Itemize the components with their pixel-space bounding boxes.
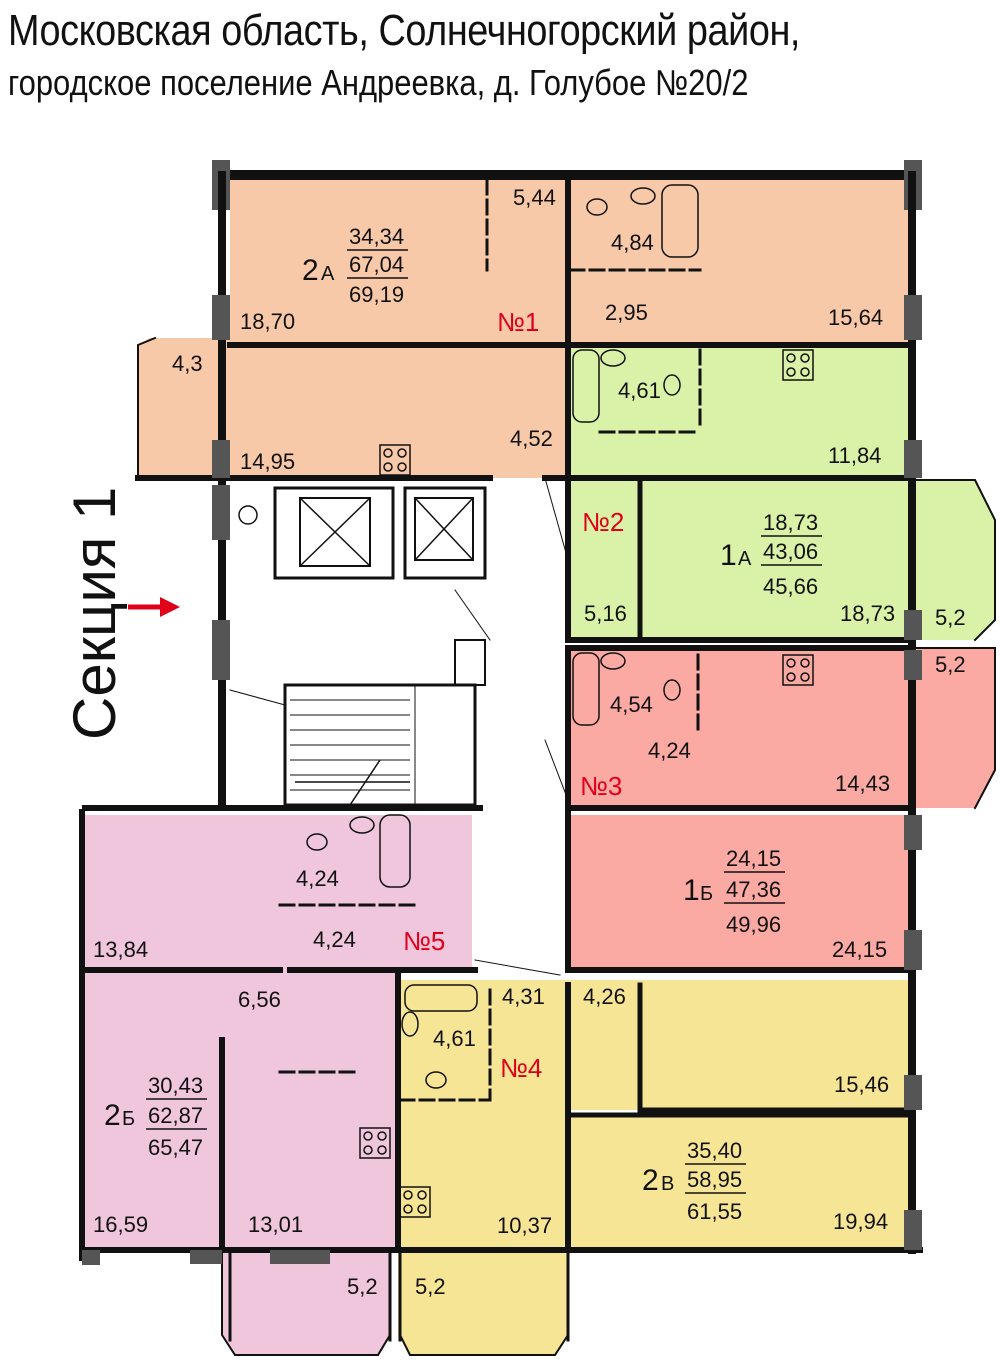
total-area-balcony: 45,66 — [763, 574, 818, 599]
room-area: 10,37 — [497, 1213, 552, 1238]
apartment-5-area — [85, 815, 472, 1355]
room-area: 5,2 — [935, 652, 966, 677]
apartment-number: №1 — [497, 307, 539, 337]
room-area: 4,84 — [611, 230, 654, 255]
room-area: 5,16 — [584, 601, 627, 626]
apartment-subtype: В — [661, 1173, 674, 1195]
room-area: 5,2 — [347, 1274, 378, 1299]
room-area: 6,56 — [238, 987, 281, 1012]
room-area: 15,64 — [828, 305, 883, 330]
total-area: 58,95 — [687, 1167, 742, 1192]
address-line-2: городское поселение Андреевка, д. Голубо… — [8, 62, 749, 103]
room-area: 24,15 — [832, 937, 887, 962]
room-area: 4,26 — [583, 984, 626, 1009]
room-area: 19,94 — [833, 1209, 888, 1234]
room-area: 4,24 — [648, 738, 691, 763]
staircase — [283, 639, 486, 807]
apartment-3-area — [568, 648, 995, 970]
apartment-subtype: А — [738, 548, 752, 570]
total-area-balcony: 49,96 — [726, 912, 781, 937]
apartment-summary-4: 2 В 35,40 58,95 61,55 — [642, 1138, 746, 1224]
living-area: 35,40 — [687, 1138, 742, 1163]
walls — [79, 160, 996, 1356]
apartment-number: №3 — [580, 771, 622, 801]
room-area: 11,84 — [828, 443, 881, 468]
room-area: 4,24 — [313, 927, 356, 952]
apartment-summary-1: 2 А 34,34 67,04 69,19 — [302, 224, 408, 307]
total-area: 47,36 — [726, 877, 781, 902]
living-area: 18,73 — [763, 510, 818, 535]
living-area: 34,34 — [349, 224, 404, 249]
apartment-type: 1 — [720, 539, 737, 572]
room-area: 5,2 — [415, 1274, 446, 1299]
apartment-2-area — [568, 345, 995, 640]
elevator-core — [238, 486, 487, 580]
total-area-balcony: 65,47 — [148, 1135, 203, 1160]
apartment-type: 2 — [104, 1099, 121, 1132]
address-line-1: Московская область, Солнечногорский райо… — [8, 6, 801, 55]
apartment-summary-5: 2 Б 30,43 62,87 65,47 — [104, 1073, 207, 1160]
room-area: 4,24 — [296, 866, 339, 891]
entrance-arrow-icon — [128, 597, 180, 617]
room-area: 18,73 — [840, 601, 895, 626]
stove-icon — [359, 349, 814, 1218]
apartment-number: №5 — [403, 926, 445, 956]
room-area: 5,44 — [513, 185, 556, 210]
room-area: 4,52 — [510, 426, 553, 451]
apartment-numbers: №1 №2 №3 №4 №5 — [403, 307, 624, 1083]
apartment-number: №4 — [500, 1053, 542, 1083]
total-area: 62,87 — [148, 1103, 203, 1128]
total-area-balcony: 61,55 — [687, 1199, 742, 1224]
room-area: 4,61 — [618, 378, 661, 403]
total-area: 43,06 — [763, 539, 818, 564]
apartment-subtype: Б — [122, 1108, 135, 1130]
room-areas: 5,44 4,84 18,70 2,95 15,64 4,3 4,52 14,9… — [93, 185, 966, 1299]
room-area: 13,01 — [248, 1212, 303, 1237]
total-area: 67,04 — [349, 252, 404, 277]
room-area: 2,95 — [605, 300, 648, 325]
apartment-summary-3: 1 Б 24,15 47,36 49,96 — [683, 846, 785, 937]
apartment-type: 2 — [642, 1164, 659, 1197]
windows — [82, 295, 922, 1265]
apartment-subtype: А — [321, 263, 335, 285]
room-area: 18,70 — [240, 309, 295, 334]
apartment-subtype: Б — [700, 883, 713, 905]
room-area: 16,59 — [93, 1212, 148, 1237]
living-area: 24,15 — [726, 846, 781, 871]
room-area: 4,31 — [502, 984, 545, 1009]
apartment-summary-2: 1 А 18,73 43,06 45,66 — [720, 510, 822, 599]
room-area: 4,61 — [433, 1026, 476, 1051]
section-label: Секция 1 — [61, 486, 128, 740]
bathtub-icon — [306, 184, 699, 1089]
total-area-balcony: 69,19 — [349, 282, 404, 307]
room-area: 15,46 — [834, 1072, 889, 1097]
apartment-type: 1 — [683, 874, 700, 907]
room-area: 14,43 — [835, 771, 890, 796]
room-area: 13,84 — [93, 937, 148, 962]
apartment-number: №2 — [582, 507, 624, 537]
room-area: 14,95 — [240, 449, 295, 474]
room-area: 4,3 — [172, 351, 203, 376]
apartment-type: 2 — [302, 254, 319, 287]
room-area: 5,2 — [935, 605, 966, 630]
room-area: 4,54 — [610, 692, 653, 717]
apartment-4-area — [398, 980, 908, 1355]
living-area: 30,43 — [148, 1073, 203, 1098]
